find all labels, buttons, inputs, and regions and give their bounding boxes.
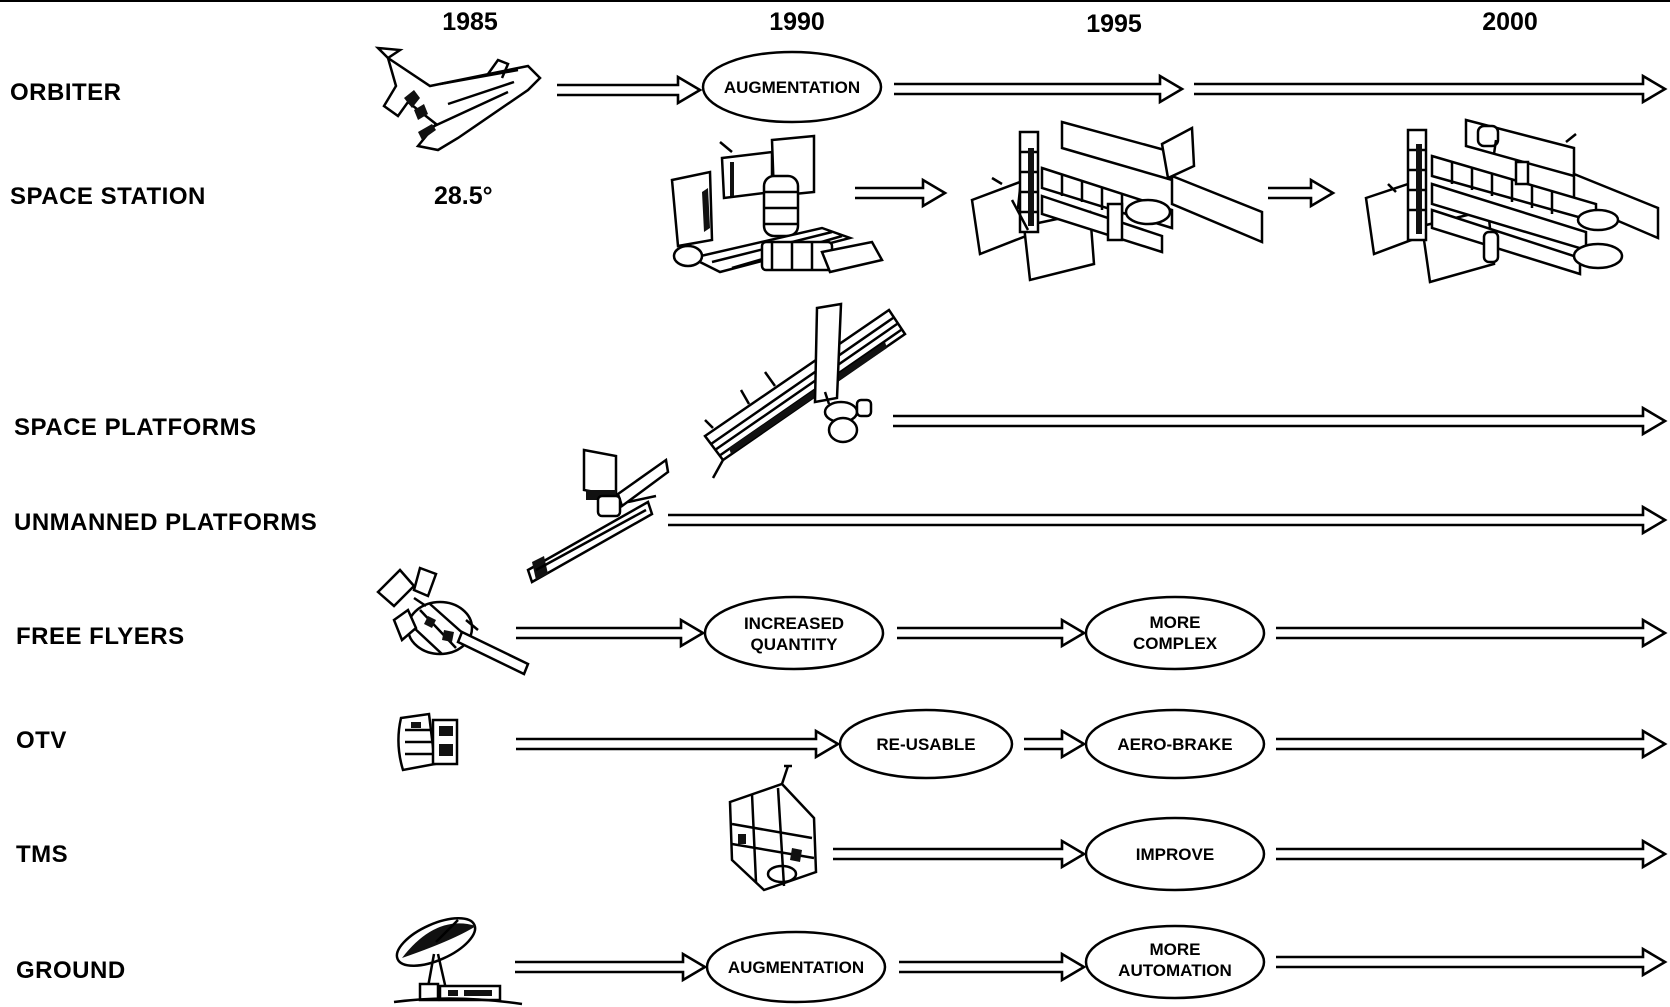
oval-ground-augmentation: AUGMENTATION	[705, 930, 887, 1004]
arrow-shape	[894, 73, 1185, 105]
space-platform-icon	[703, 302, 907, 479]
tms-vehicle-icon	[728, 764, 818, 892]
oval-ground-more-automation: MORE AUTOMATION	[1084, 924, 1266, 1000]
oval-otv-re-usable: RE-USABLE	[838, 708, 1014, 780]
oval-free-flyers-more-complex: MORE COMPLEX	[1084, 595, 1266, 671]
oval-text: AUTOMATION	[1118, 961, 1232, 980]
year-2000: 2000	[1482, 8, 1538, 36]
row-label-orbiter: ORBITER	[10, 79, 122, 106]
arrow-shape	[899, 951, 1087, 983]
oval-free-flyers-increased-quantity: INCREASED QUANTITY	[703, 595, 885, 671]
arrow-shape	[516, 728, 841, 760]
year-1990: 1990	[769, 8, 825, 36]
oval-text: MORE	[1150, 613, 1201, 632]
row-label-ground: GROUND	[16, 957, 126, 984]
row-label-space-station: SPACE STATION	[10, 183, 206, 210]
arrow-shape	[1276, 946, 1668, 978]
row-label-unmanned-platforms: UNMANNED PLATFORMS	[14, 509, 317, 536]
arrow-space-platforms	[893, 405, 1668, 437]
arrow-shape	[515, 951, 708, 983]
oval-text: MORE	[1150, 940, 1201, 959]
year-header: 1985 1990 1995 2000	[442, 8, 1538, 38]
row-label-free-flyers: FREE FLYERS	[16, 623, 185, 650]
oval-text: QUANTITY	[751, 635, 839, 654]
arrow-shape	[668, 504, 1668, 536]
shuttle-orbiter-icon	[374, 46, 542, 152]
oval-shape	[701, 50, 883, 124]
arrow-orbiter-3	[1194, 73, 1668, 105]
row-label-space-platforms: SPACE PLATFORMS	[14, 414, 257, 441]
arrow-free-flyers-3	[1276, 617, 1668, 649]
oval-otv-aero-brake: AERO-BRAKE	[1084, 708, 1266, 780]
oval-shape	[703, 595, 885, 671]
space-station-1995-icon	[970, 120, 1264, 282]
arrow-shape	[1276, 838, 1668, 870]
arrow-shape	[1024, 728, 1087, 760]
oval-shape	[1084, 595, 1266, 671]
arrow-shape	[1194, 73, 1668, 105]
row-labels: ORBITER SPACE STATION SPACE PLATFORMS UN…	[10, 79, 493, 984]
arrow-orbiter-1	[557, 74, 703, 106]
arrow-free-flyers-1	[516, 617, 706, 649]
arrow-unmanned-platforms	[668, 504, 1668, 536]
arrow-ground-1	[515, 951, 708, 983]
oval-text: RE-USABLE	[876, 735, 975, 754]
otv-vehicle-icon	[397, 712, 459, 772]
arrow-shape	[1276, 617, 1668, 649]
arrow-otv-2	[1024, 728, 1087, 760]
oval-shape	[705, 930, 887, 1004]
arrow-shape	[833, 838, 1087, 870]
oval-shape	[838, 708, 1014, 780]
oval-orbiter-augmentation: AUGMENTATION	[701, 50, 883, 124]
arrow-otv-3	[1276, 728, 1668, 760]
arrow-station-1	[855, 177, 948, 209]
arrow-shape	[516, 617, 706, 649]
oval-text: AUGMENTATION	[724, 78, 860, 97]
oval-text: INCREASED	[744, 614, 844, 633]
arrow-shape	[893, 405, 1668, 437]
ground-antenna-icon	[393, 917, 523, 1006]
arrow-shape	[1276, 728, 1668, 760]
free-flyer-satellite-icon	[376, 566, 530, 676]
arrow-shape	[897, 617, 1087, 649]
arrow-station-2	[1268, 177, 1336, 209]
arrow-tms-1	[833, 838, 1087, 870]
arrow-shape	[557, 74, 703, 106]
arrow-free-flyers-2	[897, 617, 1087, 649]
oval-tms-improve: IMPROVE	[1084, 816, 1266, 892]
arrow-tms-2	[1276, 838, 1668, 870]
space-station-2000-icon	[1364, 118, 1660, 284]
oval-shape	[1084, 924, 1266, 1000]
space-station-icon	[670, 134, 884, 274]
arrow-orbiter-2	[894, 73, 1185, 105]
oval-text: COMPLEX	[1133, 634, 1218, 653]
oval-text: AERO-BRAKE	[1117, 735, 1232, 754]
row-label-tms: TMS	[16, 841, 68, 868]
unmanned-platform-icon	[526, 448, 670, 584]
inclination-label: 28.5°	[434, 182, 493, 210]
year-1995: 1995	[1086, 10, 1142, 38]
arrow-ground-3	[1276, 946, 1668, 978]
row-label-otv: OTV	[16, 727, 67, 754]
arrows	[515, 73, 1668, 983]
oval-shape	[1084, 816, 1266, 892]
oval-text: IMPROVE	[1136, 845, 1214, 864]
year-1985: 1985	[442, 8, 498, 36]
arrow-otv-1	[516, 728, 841, 760]
oval-shape	[1084, 708, 1266, 780]
oval-text: AUGMENTATION	[728, 958, 864, 977]
arrow-shape	[855, 177, 948, 209]
arrow-shape	[1268, 177, 1336, 209]
arrow-ground-2	[899, 951, 1087, 983]
